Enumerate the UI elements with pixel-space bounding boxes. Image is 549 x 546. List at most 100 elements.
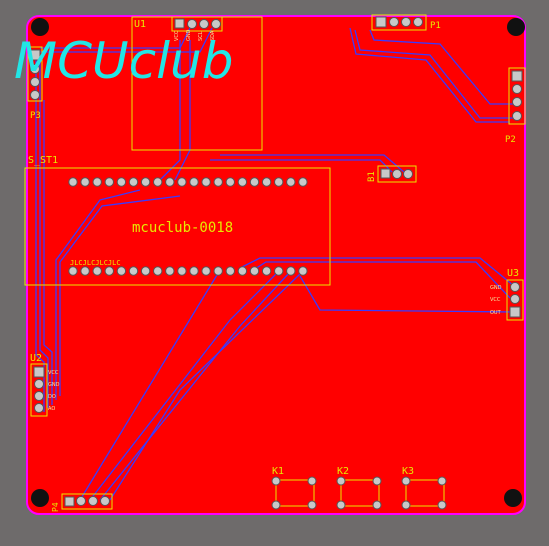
k3-pin-4 — [437, 500, 447, 510]
u3-module[interactable]: U3 GND VCC OUT — [490, 268, 524, 321]
header-bottom[interactable]: P4 — [51, 493, 113, 512]
u1-pin-4[interactable] — [211, 19, 221, 29]
header-bottom-pin-4[interactable] — [100, 496, 110, 506]
k1-designator: K1 — [272, 466, 284, 477]
switch-k3[interactable]: K3 — [401, 466, 447, 510]
s-st1-top-pin-10 — [177, 177, 187, 187]
k1-outline — [275, 479, 315, 507]
u3-pin-3[interactable] — [509, 306, 521, 318]
u2-pin-label-3: DO — [48, 394, 56, 400]
u2-pin-label-4: AO — [48, 406, 55, 412]
trace-top-right-c — [369, 29, 516, 105]
u3-designator: U3 — [507, 268, 519, 279]
s-st1-top-pin-16 — [249, 177, 260, 187]
b1-pin-1[interactable] — [380, 168, 391, 179]
k3-pin-2 — [437, 476, 447, 486]
k2-pin-2 — [372, 476, 382, 486]
u2-pin-3[interactable] — [34, 391, 44, 401]
trace-left-mid — [55, 189, 141, 400]
u2-pin-2[interactable] — [34, 379, 44, 389]
s-st1-bottom-pin-6 — [128, 266, 139, 276]
s-st1-top-pin-6 — [128, 177, 139, 187]
board-copper — [26, 15, 526, 515]
s-st1-top-pin-2 — [80, 177, 90, 187]
header-right[interactable]: P2 — [505, 67, 526, 145]
header-right-pin-1[interactable] — [511, 70, 523, 82]
u2-outline — [30, 363, 48, 417]
header-bottom-designator: P4 — [51, 502, 60, 512]
k2-designator: K2 — [337, 466, 349, 477]
switch-k2[interactable]: K2 — [336, 466, 382, 510]
k2-pin-4 — [372, 500, 382, 510]
u1-pin-3[interactable] — [199, 19, 209, 29]
header-bottom-pin-3[interactable] — [88, 496, 98, 506]
u2-pin-1[interactable] — [33, 366, 45, 378]
u1-pin-1[interactable] — [174, 18, 185, 29]
u1-module[interactable]: U1 VCC GND SCL SDA — [131, 16, 263, 151]
header-left-top-pin-3[interactable] — [30, 77, 40, 87]
s-st1-top-pin-19 — [286, 177, 296, 187]
trace-u1-down-a — [159, 40, 181, 181]
s-st1-top-pin-12 — [201, 177, 211, 187]
traces — [35, 27, 516, 501]
s-st1-designator: S_ST1 — [28, 155, 58, 166]
header-top-pin-2[interactable] — [389, 17, 399, 27]
s-st1-top-pin-20 — [298, 177, 308, 187]
trace-bottom-diag-c — [109, 273, 301, 501]
header-right-outline — [508, 67, 526, 125]
trace-bottom-diag-d — [79, 269, 221, 501]
u2-module[interactable]: U2 VCC GND DO AO — [30, 353, 60, 417]
header-left-top-pin-4[interactable] — [30, 90, 40, 100]
u2-pin-4[interactable] — [34, 403, 44, 413]
s-st1-top-pin-1 — [68, 177, 78, 187]
s-st1-bottom-pin-12 — [201, 266, 211, 276]
s-st1-top-pin-11 — [189, 177, 199, 187]
s-st1-bottom-pin-17 — [261, 266, 272, 276]
u3-pin-label-3: OUT — [490, 310, 502, 316]
header-left-top-pin-1[interactable] — [29, 49, 41, 61]
u3-pin-1[interactable] — [510, 282, 520, 292]
u3-pin-2[interactable] — [510, 294, 520, 304]
k2-pin-1 — [336, 476, 346, 486]
u3-pin-label-2: VCC — [490, 297, 501, 303]
s-st1-bottom-pin-2 — [80, 266, 90, 276]
s-st1-outline — [24, 167, 331, 286]
header-bottom-pin-2[interactable] — [76, 496, 86, 506]
header-top-pin-3[interactable] — [401, 17, 411, 27]
s-st1-module[interactable]: S_ST1 mcuclub-0018 JLCJLCJLCJLC — [24, 155, 331, 286]
trace-right-u3-a — [239, 257, 515, 287]
s-st1-top-pin-7 — [140, 177, 151, 187]
mounting-hole-br — [504, 489, 522, 507]
header-left-top-designator: P3 — [30, 111, 41, 121]
header-bottom-outline — [61, 493, 113, 510]
k3-designator: K3 — [402, 466, 414, 477]
trace-top-right-b — [349, 27, 510, 123]
b1-pin-2[interactable] — [392, 169, 402, 179]
b1-buzzer[interactable]: B1 — [367, 165, 417, 183]
k1-pin-3 — [271, 500, 281, 510]
switch-k1[interactable]: K1 — [271, 466, 317, 510]
u1-pin-2[interactable] — [187, 19, 197, 29]
s-st1-bottom-pin-1 — [68, 266, 78, 276]
s-st1-bottom-pin-19 — [286, 266, 296, 276]
header-top-pin-1[interactable] — [375, 16, 387, 28]
trace-top-a — [40, 27, 191, 49]
mounting-hole-tl — [31, 18, 49, 36]
header-right-pin-3[interactable] — [512, 97, 522, 107]
s-st1-bottom-pin-13 — [213, 266, 223, 276]
s-st1-bottom-pin-7 — [140, 266, 151, 276]
header-right-pin-4[interactable] — [512, 111, 522, 121]
s-st1-bottom-pin-3 — [92, 266, 102, 276]
s-st1-top-pin-5 — [116, 177, 127, 187]
header-right-pin-2[interactable] — [512, 84, 522, 94]
b1-pin-3[interactable] — [403, 169, 413, 179]
header-top[interactable]: P1 — [371, 14, 441, 31]
trace-left-mid-b — [59, 195, 181, 396]
header-left-top[interactable]: P3 — [27, 46, 43, 121]
u2-pin-label-1: VCC — [48, 370, 59, 376]
header-top-outline — [371, 14, 427, 31]
header-left-top-pin-2[interactable] — [30, 64, 40, 74]
header-top-pin-4[interactable] — [413, 17, 423, 27]
header-bottom-pin-1[interactable] — [64, 496, 75, 507]
